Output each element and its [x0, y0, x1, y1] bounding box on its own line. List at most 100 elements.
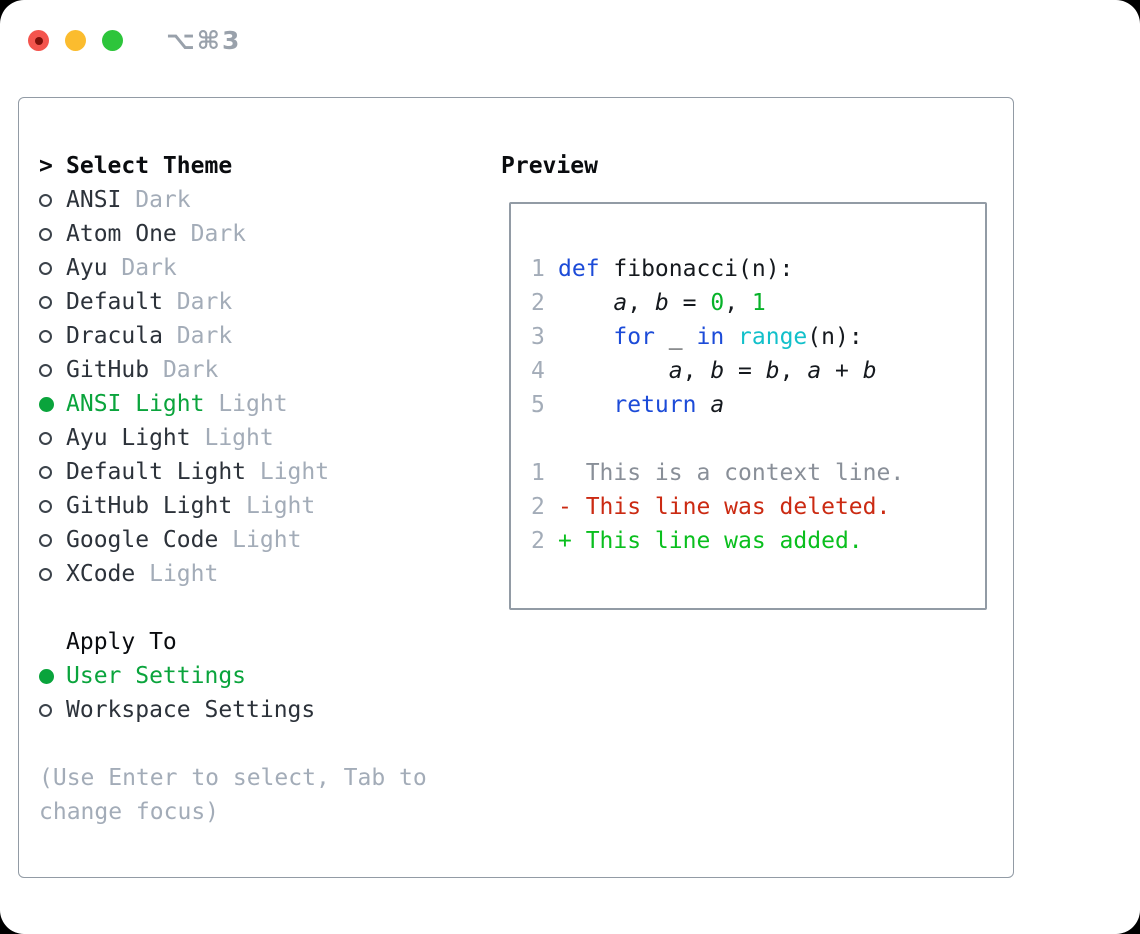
code-token: = — [724, 358, 766, 384]
line-number: 1 — [531, 460, 545, 486]
line-number: 2 — [531, 290, 545, 316]
code-token — [558, 358, 669, 384]
code-token: b — [765, 358, 780, 384]
spacer — [39, 727, 459, 761]
code-token: b — [862, 358, 877, 384]
theme-option[interactable]: ANSI Dark — [39, 183, 459, 217]
preview-title: Preview — [501, 153, 598, 179]
theme-variant: Dark — [162, 289, 233, 315]
theme-list-title: Select Theme — [66, 153, 233, 179]
theme-variant: Dark — [176, 221, 247, 247]
theme-option[interactable]: GitHub Light Light — [39, 489, 459, 523]
code-token: - This line was deleted. — [558, 494, 891, 520]
code-token: _ — [654, 324, 697, 350]
theme-option[interactable]: Dracula Dark — [39, 319, 459, 353]
code-token: + — [821, 358, 863, 384]
line-number: 2 — [531, 494, 545, 520]
theme-name: Default Light — [66, 459, 247, 485]
radio-icon — [39, 499, 66, 513]
code-token: , — [724, 290, 752, 316]
radio-selected-icon — [39, 396, 66, 412]
theme-option[interactable]: Default Dark — [39, 285, 459, 319]
code-token: , — [682, 358, 711, 384]
code-token: b — [654, 290, 669, 316]
close-button[interactable] — [28, 30, 49, 51]
code-line: 3 for _ in range(n): — [531, 320, 985, 354]
code-token — [724, 324, 738, 350]
code-token: range — [738, 324, 808, 350]
spacer — [39, 591, 459, 625]
line-number: 4 — [531, 358, 545, 384]
code-line: 2 - This line was deleted. — [531, 490, 985, 524]
help-text: (Use Enter to select, Tab to change focu… — [39, 765, 427, 825]
theme-option[interactable]: Default Light Light — [39, 455, 459, 489]
code-token: a — [807, 358, 822, 384]
theme-name: Ayu — [66, 255, 108, 281]
code-token: = — [668, 290, 711, 316]
apply-to-title: Apply To — [66, 629, 177, 655]
theme-option[interactable]: GitHub Dark — [39, 353, 459, 387]
theme-variant: Light — [246, 459, 330, 485]
apply-option[interactable]: Workspace Settings — [39, 693, 459, 727]
line-number: 5 — [531, 392, 545, 418]
radio-icon — [39, 261, 66, 275]
apply-option[interactable]: User Settings — [39, 659, 459, 693]
minimize-button[interactable] — [65, 30, 86, 51]
theme-name: Atom One — [66, 221, 177, 247]
theme-option[interactable]: ANSI Light Light — [39, 387, 459, 421]
zoom-button[interactable] — [102, 30, 123, 51]
code-token — [558, 324, 613, 350]
code-token: 0 — [710, 290, 725, 316]
theme-variant: Light — [190, 425, 274, 451]
code-token: a — [668, 358, 683, 384]
theme-variant: Light — [232, 493, 316, 519]
theme-name: Default — [66, 289, 163, 315]
code-line: 5 return a — [531, 388, 985, 422]
radio-icon — [39, 703, 66, 717]
theme-variant: Dark — [107, 255, 177, 281]
code-line: 2 a, b = 0, 1 — [531, 286, 985, 320]
theme-variant: Light — [218, 527, 302, 553]
radio-selected-icon — [39, 668, 66, 684]
theme-option[interactable]: Google Code Light — [39, 523, 459, 557]
theme-option[interactable]: XCode Light — [39, 557, 459, 591]
theme-name: Google Code — [66, 527, 219, 553]
theme-option[interactable]: Ayu Light Light — [39, 421, 459, 455]
code-token: , — [779, 358, 808, 384]
radio-icon — [39, 567, 66, 581]
code-token: 1 — [751, 290, 766, 316]
theme-option[interactable]: Ayu Dark — [39, 251, 459, 285]
theme-option[interactable]: Atom One Dark — [39, 217, 459, 251]
code-line: 4 a, b = b, a + b — [531, 354, 985, 388]
code-line: 2+ This line was added. — [531, 524, 985, 558]
apply-option-label: User Settings — [66, 663, 247, 689]
code-token: a — [613, 290, 628, 316]
code-token: (n): — [807, 324, 863, 350]
code-token: b — [710, 358, 725, 384]
radio-icon — [39, 533, 66, 547]
apply-option-label: Workspace Settings — [66, 697, 316, 723]
code-token: + This line was added. — [558, 528, 863, 554]
code-line — [531, 422, 985, 456]
radio-icon — [39, 363, 66, 377]
code-token: def — [558, 256, 600, 282]
theme-name: Ayu Light — [66, 425, 191, 451]
theme-variant: Light — [135, 561, 219, 587]
code-token: for — [613, 324, 655, 350]
theme-variant: Dark — [162, 323, 233, 349]
code-token: return — [613, 392, 697, 418]
radio-icon — [39, 431, 66, 445]
theme-list-header: > Select Theme — [39, 149, 459, 183]
theme-name: ANSI Light — [66, 391, 205, 417]
code-token — [558, 290, 613, 316]
theme-name: GitHub — [66, 357, 150, 383]
radio-icon — [39, 295, 66, 309]
radio-icon — [39, 193, 66, 207]
titlebar: ⌥⌘3 — [28, 26, 241, 55]
